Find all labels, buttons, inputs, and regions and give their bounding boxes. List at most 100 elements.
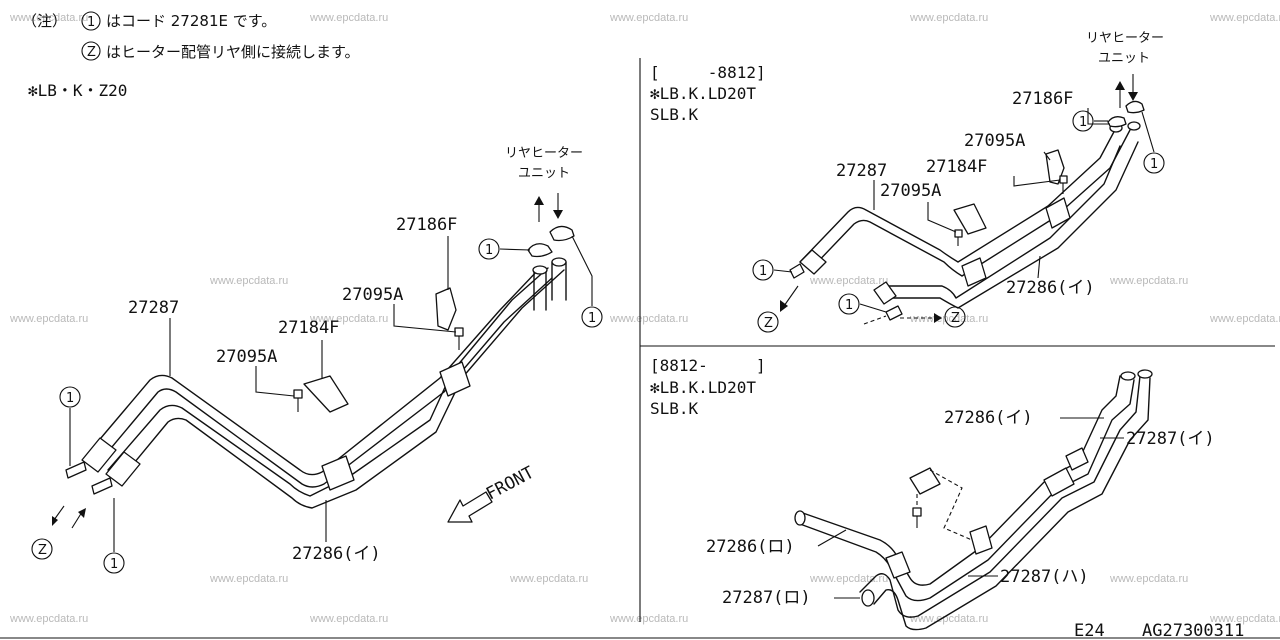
marker-1: 1 [478,238,500,260]
pipe-27287-inner [809,129,1131,277]
part-27095a-lower: 27095A [216,347,277,367]
marker-label: 1 [759,264,767,279]
riser-end [1127,121,1141,131]
z-arrow-head [78,508,86,518]
riser-clamp [1125,100,1145,114]
watermark-text: www.epcdata.ru [809,275,888,287]
leader-27286 [1037,255,1041,279]
leader-27184f [1013,176,1061,187]
watermark-text: www.epcdata.ru [1209,313,1280,325]
watermark-text: www.epcdata.ru [9,313,88,325]
part-27186f: 27186F [1012,89,1073,109]
marker-label: 1 [1079,115,1087,130]
marker-label: Z [764,316,773,331]
marker-1: 1 [81,11,101,31]
marker-label: 1 [588,311,596,326]
watermark-text: www.epcdata.ru [609,613,688,625]
note-prefix: （注） [22,12,67,30]
watermark-text: www.epcdata.ru [909,313,988,325]
br-spec-line-2: SLB.K [650,399,699,418]
watermark-text: www.epcdata.ru [1109,573,1188,585]
bolt-27095a-lower [954,229,963,246]
marker-1: 1 [103,552,125,574]
watermarks: www.epcdata.ru www.epcdata.ru www.epcdat… [9,12,1280,625]
watermark-text: www.epcdata.ru [209,275,288,287]
joint-sleeve [1045,197,1071,229]
z-arrow [71,511,83,529]
pipe-27286-outer [879,145,1121,299]
joint-sleeve [961,257,987,287]
pipe-27287-outer [799,127,1117,263]
watermark-text: www.epcdata.ru [1109,275,1188,287]
z-arrow-head [934,313,942,323]
leader-27095a-upper [1043,151,1051,161]
marker-label: 1 [66,391,74,406]
marker-label: Z [38,543,47,558]
bottom-right-panel: [8812- ] ✻LB.K.LD20T SLB.K [650,356,1215,631]
br-pipe-assembly [794,369,1153,631]
watermark-text: www.epcdata.ru [309,613,388,625]
part-27186f: 27186F [396,215,457,235]
marker-z: Z [757,311,779,333]
part-27095a-upper: 27095A [964,131,1025,151]
hose-clamp [65,461,87,479]
marker-label: 1 [1150,157,1158,172]
pipe-27287-inner [95,277,553,488]
top-right-panel: [ -8812] ✻LB.K.LD20T SLB.K リヤヒーター ユニット [650,31,1165,333]
watermark-text: www.epcdata.ru [309,12,388,24]
part-27184f: 27184F [278,318,339,338]
z-arrow-head [52,516,58,526]
part-27287-ro: 27287(ロ) [722,588,811,608]
page-reference: E24 [1074,621,1105,640]
br-spec-line-1: ✻LB.K.LD20T [650,378,756,397]
tr-pipe-assembly [789,100,1145,321]
marker-label: 1 [110,557,118,572]
bracket [909,467,941,495]
marker-label: Z [951,311,960,326]
left-rear-heater-unit-label: ユニット [518,166,570,181]
hose-end [861,589,875,607]
bracket-plate [1043,467,1075,497]
marker-label: 1 [87,15,95,30]
bracket-connection [929,469,973,541]
leader-27186f [1087,108,1110,125]
leader-27095a-lower [255,366,295,397]
marker-z: Z [81,41,101,61]
bolt [912,507,922,528]
diagram-code: AG27300311 [1142,621,1244,640]
leader-marker-1 [773,269,793,273]
part-27286-ro: 27286(ロ) [706,537,795,557]
left-pipe-assembly [65,225,575,509]
pipe-27287-ro-inner [873,377,1151,631]
pipe-27287-outer [83,267,541,476]
marker-label: 1 [845,298,853,313]
marker-label: Z [87,45,96,60]
part-27286: 27286(イ) [292,544,381,564]
hose-clamp [91,477,113,495]
bolt-27095a-upper [454,327,464,350]
watermark-text: www.epcdata.ru [909,12,988,24]
br-range: [8812- ] [650,356,766,375]
leader-marker-1-top [499,248,531,251]
pipe-27286-ro-outer [799,375,1121,586]
marker-1: 1 [1143,152,1165,174]
pipe-27287-ro-outer [859,375,1141,618]
part-27287-i: 27287(イ) [1126,429,1215,449]
z-arrow [783,285,799,307]
left-rear-heater-label: リヤヒーター [505,146,583,161]
marker-1: 1 [59,386,81,408]
hose-end-left [81,437,117,473]
front-arrow [447,491,493,523]
joint-sleeve [1065,447,1089,471]
riser-right [551,261,567,301]
marker-1: 1 [581,306,603,328]
arrow-up-head [534,196,544,205]
note-line-2: はヒーター配管リヤ側に接続します。 [106,43,360,61]
tr-rear-heater-label: リヤヒーター [1086,31,1164,46]
leader-27286-ro [817,529,847,547]
tr-spec-line-1: ✻LB.K.LD20T [650,84,756,103]
marker-label: 1 [485,243,493,258]
part-27095a-lower: 27095A [880,181,941,201]
marker-1: 1 [752,259,774,281]
